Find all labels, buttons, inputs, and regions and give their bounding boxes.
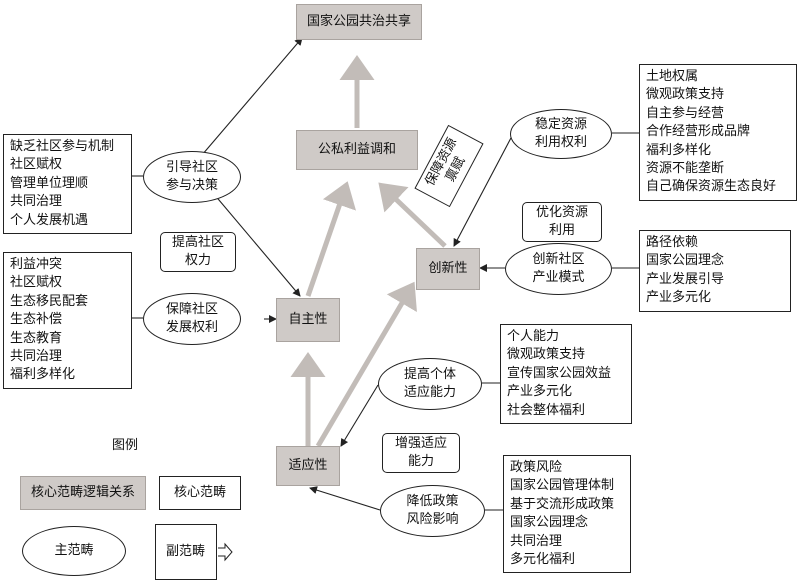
legend-title: 图例	[112, 438, 139, 453]
main-protect-rights: 保障社区发展权利	[143, 293, 241, 345]
sub-arrow-icon	[218, 542, 233, 562]
core-shared-governance: 国家公园共治共享	[296, 4, 422, 40]
list-reduce-concepts: 政策风险 国家公园管理体制 基于交流形成政策 国家公园理念 共同治理 多元化福利	[503, 455, 631, 574]
list-improve-concepts: 个人能力 微观政策支持 宣传国家公园效益 产业多元化 社会整体福利	[500, 324, 632, 425]
main-guide-participation: 引导社区参与决策	[143, 151, 241, 203]
legend-core-category: 核心范畴	[159, 476, 241, 510]
legend-logic-relation: 核心范畴逻辑关系	[20, 476, 146, 510]
core-innovation: 创新性	[416, 248, 480, 290]
list-stable-concepts: 土地权属 微观政策支持 自主参与经营 合作经营形成品牌 福利多样化 资源不能垄断…	[639, 64, 797, 201]
core-adaptability: 适应性	[276, 446, 340, 486]
main-stable-resource: 稳定资源利用权利	[510, 109, 612, 159]
sub-empower-community: 提高社区权力	[160, 232, 236, 272]
main-innovate-industry: 创新社区产业模式	[505, 243, 612, 295]
legend-sub-category: 副范畴	[155, 524, 217, 580]
legend-main-category: 主范畴	[22, 526, 126, 576]
list-guide-concepts: 缺乏社区参与机制 社区赋权 管理单位理顺 共同治理 个人发展机遇	[3, 134, 132, 235]
main-reduce-policy-risk: 降低政策风险影响	[380, 485, 485, 537]
list-innovation-concepts: 路径依赖 国家公园理念 产业发展引导 产业多元化	[639, 230, 791, 312]
core-autonomy: 自主性	[276, 298, 340, 342]
arrow-adaptability-to-innovation	[315, 281, 417, 448]
arrow-autonomy-to-coordination	[305, 181, 357, 297]
arrow-innovation-to-coordination	[378, 182, 447, 248]
list-protect-concepts: 利益冲突 社区赋权 生态移民配套 生态补偿 生态教育 共同治理 福利多样化	[3, 252, 132, 389]
sub-optimize-resource: 优化资源利用	[522, 202, 602, 242]
sub-enhance-adaptability: 增强适应能力	[382, 433, 460, 473]
core-interest-coordination: 公私利益调和	[296, 130, 418, 170]
main-improve-adaptability: 提高个体适应能力	[378, 358, 482, 410]
